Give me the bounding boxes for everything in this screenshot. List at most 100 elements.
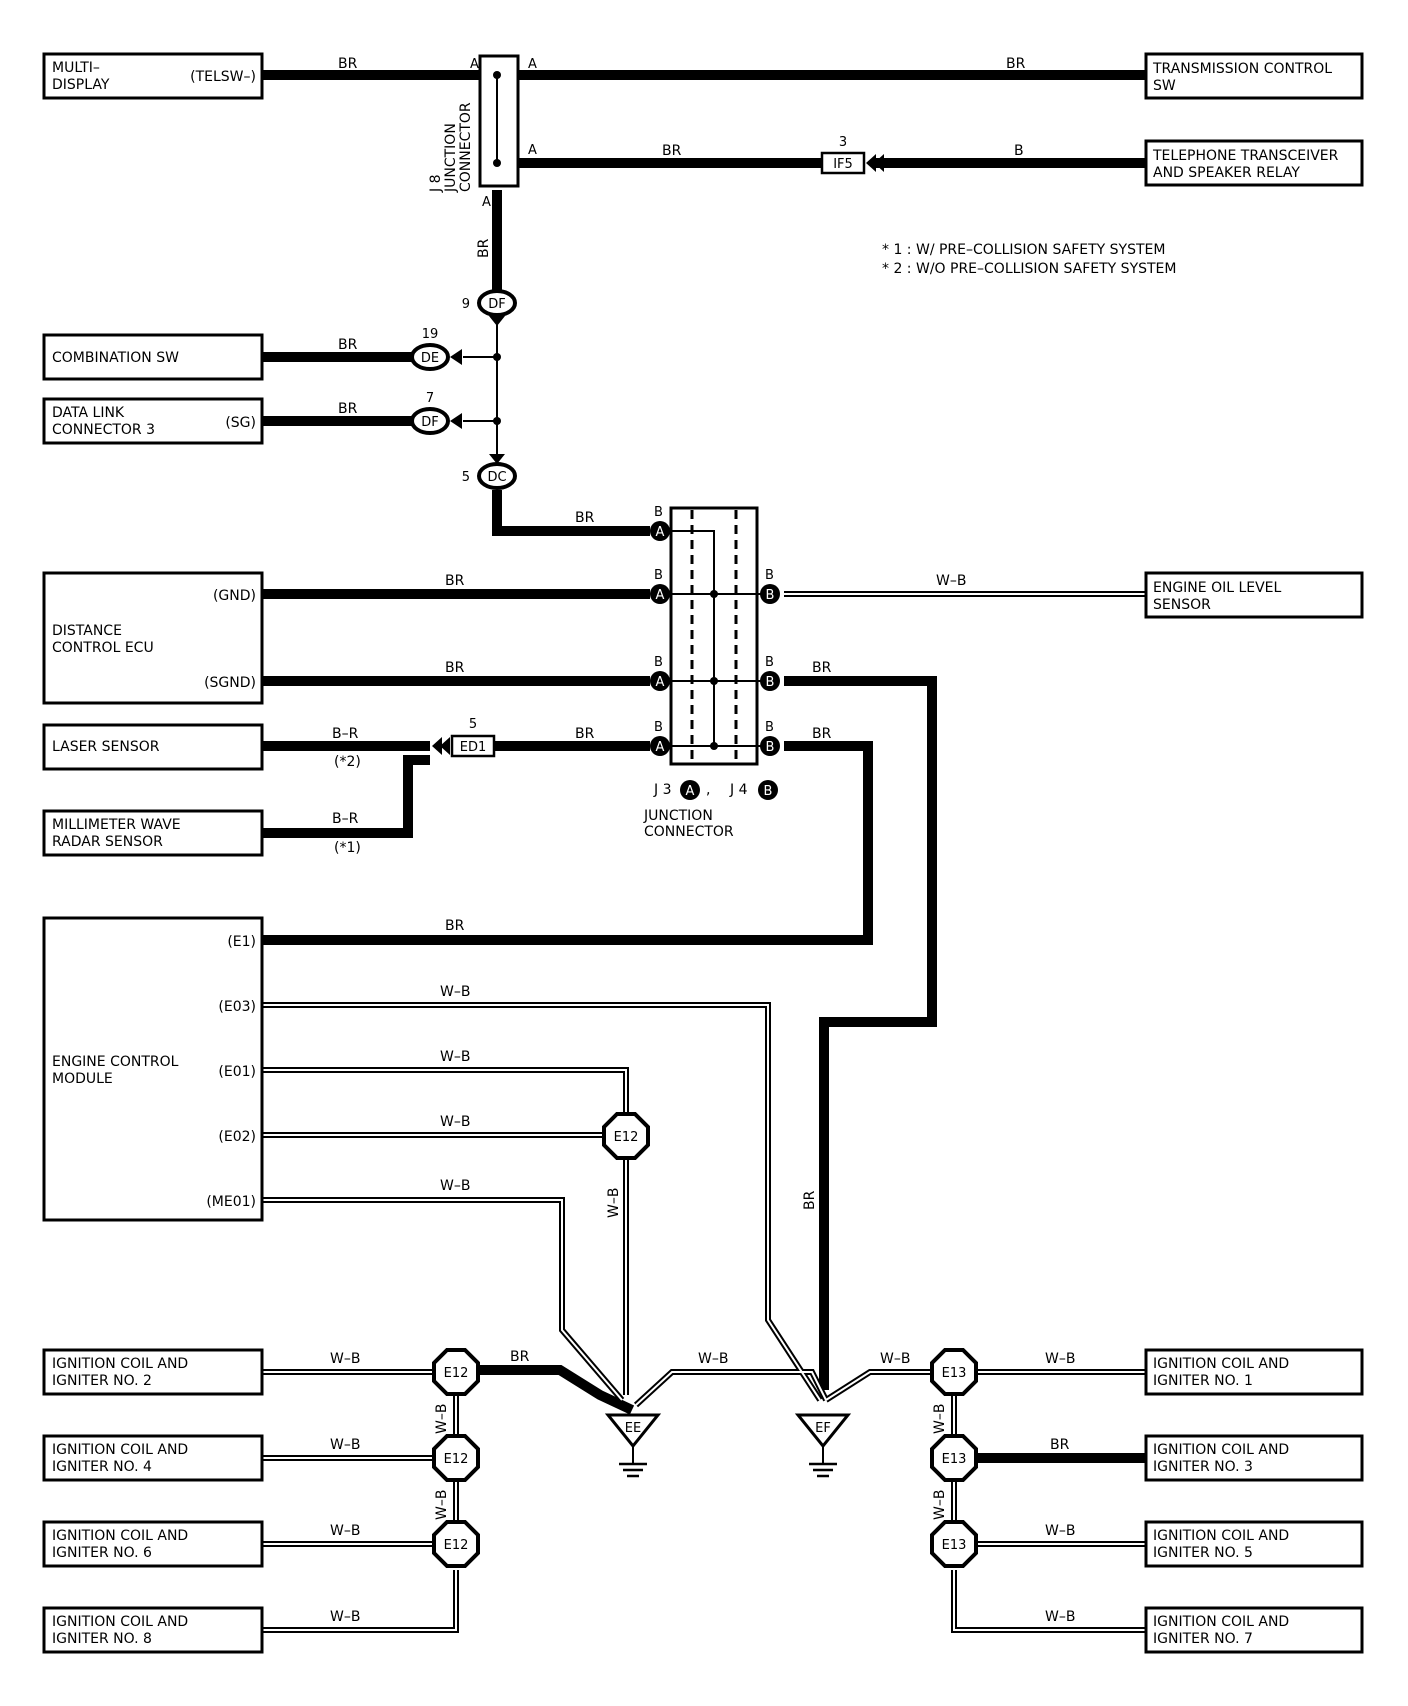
j3-pin-a-2: A xyxy=(650,584,670,604)
wire-label-w-b: W–B xyxy=(330,1351,360,1367)
coil5-line1: IGNITION COIL AND xyxy=(1153,1528,1289,1544)
df7-pin: 7 xyxy=(426,391,434,406)
coil6-box: IGNITION COIL AND IGNITER NO. 6 xyxy=(42,1520,264,1568)
wire-label-w-b: W–B xyxy=(440,984,470,1000)
telephone-line1: TELEPHONE TRANSCEIVER xyxy=(1152,148,1339,164)
dc5-pin: 5 xyxy=(462,470,470,485)
wire-label-w-b: W–B xyxy=(330,1609,360,1625)
junction-j8: A A A A J 8 JUNCTION CONNECTOR xyxy=(428,54,537,210)
wire-label-b-r: B–R xyxy=(332,726,359,742)
data-link-pin: (SG) xyxy=(225,415,256,431)
wire-label-br: BR xyxy=(1050,1437,1070,1453)
multi-display-box: MULTI– DISPLAY (TELSW–) xyxy=(42,52,264,100)
ground-ee: EE xyxy=(604,1413,662,1478)
svg-text:ED1: ED1 xyxy=(460,740,487,755)
distance-ecu-pin-sgnd: (SGND) xyxy=(204,675,256,691)
wire-label-br: BR xyxy=(338,56,358,72)
jc-b-label-1: B xyxy=(654,505,663,520)
wire-label-br: BR xyxy=(802,1190,818,1210)
wire-label-b: B xyxy=(1014,143,1024,159)
splice-e13-coil1: E13 xyxy=(930,1348,978,1396)
distance-ecu-line2: CONTROL ECU xyxy=(52,640,154,656)
multi-display-pin: (TELSW–) xyxy=(190,69,256,85)
coil6-line2: IGNITER NO. 6 xyxy=(52,1545,152,1561)
jc-j4-badge: B xyxy=(764,784,773,799)
svg-text:DF: DF xyxy=(421,415,439,430)
svg-text:E13: E13 xyxy=(942,1366,967,1381)
wire-label-w-b: W–B xyxy=(880,1351,910,1367)
ecm-pin-e01: (E01) xyxy=(218,1064,256,1080)
svg-text:E13: E13 xyxy=(942,1452,967,1467)
coil7-box: IGNITION COIL AND IGNITER NO. 7 xyxy=(1144,1606,1364,1654)
junction-j3-j4: A A A A B B B B B B B B xyxy=(643,505,780,840)
svg-text:A: A xyxy=(656,740,665,755)
notes: * 1 : W/ PRE–COLLISION SAFETY SYSTEM * 2… xyxy=(882,242,1176,277)
svg-text:E12: E12 xyxy=(444,1366,469,1381)
svg-text:B: B xyxy=(766,675,775,690)
ed1-pin: 5 xyxy=(469,717,477,732)
svg-text:EF: EF xyxy=(815,1421,831,1436)
svg-text:DF: DF xyxy=(488,297,506,312)
wire-label-w-b: W–B xyxy=(698,1351,728,1367)
jc-j3-badge: A xyxy=(686,784,695,799)
telephone-box: TELEPHONE TRANSCEIVER AND SPEAKER RELAY xyxy=(1144,139,1364,187)
wire-label-w-b: W–B xyxy=(434,1490,450,1520)
splice-e13-coil5: E13 xyxy=(930,1520,978,1568)
data-link-box: DATA LINK CONNECTOR 3 (SG) xyxy=(42,397,264,445)
transmission-sw-line2: SW xyxy=(1153,78,1176,94)
j8-label-1: J 8 xyxy=(428,175,444,194)
j8-label-3: CONNECTOR xyxy=(458,102,474,192)
splice-e12-coil4: E12 xyxy=(432,1434,480,1482)
wire-label-w-b: W–B xyxy=(440,1178,470,1194)
wire-label-br: BR xyxy=(445,660,465,676)
wire-label-w-b: W–B xyxy=(330,1437,360,1453)
jc-b-label-5: B xyxy=(765,568,774,583)
svg-text:IF5: IF5 xyxy=(833,157,853,172)
svg-text:EE: EE xyxy=(625,1421,641,1436)
connector-de-19: DE 19 xyxy=(410,327,462,371)
coil2-line2: IGNITER NO. 2 xyxy=(52,1373,152,1389)
ecm-box: ENGINE CONTROL MODULE (E1) (E03) (E01) (… xyxy=(42,916,264,1222)
svg-text:E12: E12 xyxy=(444,1452,469,1467)
de19-pin: 19 xyxy=(422,327,439,342)
wire-label-w-b: W–B xyxy=(440,1049,470,1065)
oil-level-line2: SENSOR xyxy=(1153,597,1211,613)
oil-level-box: ENGINE OIL LEVEL SENSOR xyxy=(1144,571,1364,619)
j8-label-2: JUNCTION xyxy=(443,123,459,193)
wire-label-br: BR xyxy=(338,401,358,417)
svg-text:B: B xyxy=(766,740,775,755)
splice-e12-ecm: E12 xyxy=(602,1112,650,1160)
coil1-line2: IGNITER NO. 1 xyxy=(1153,1373,1253,1389)
j3-pin-a-4: A xyxy=(650,736,670,756)
wire-label-w-b: W–B xyxy=(1045,1609,1075,1625)
wire-label-br: BR xyxy=(510,1349,530,1365)
combination-sw-box: COMBINATION SW xyxy=(42,333,264,381)
connector-dc-5: DC 5 xyxy=(462,454,517,490)
multi-display-line2: DISPLAY xyxy=(52,77,110,93)
wire-label-w-b: W–B xyxy=(434,1404,450,1434)
coil8-line2: IGNITER NO. 8 xyxy=(52,1631,152,1647)
coil1-line1: IGNITION COIL AND xyxy=(1153,1356,1289,1372)
connector-ed1: ED1 5 xyxy=(432,717,496,758)
wb-wires xyxy=(263,591,1145,1633)
wire-label-br: BR xyxy=(812,660,832,676)
svg-text:A: A xyxy=(656,588,665,603)
jc-label-2: CONNECTOR xyxy=(644,824,734,840)
distance-ecu-line1: DISTANCE xyxy=(52,623,122,639)
laser-sensor-box: LASER SENSOR xyxy=(42,723,264,771)
svg-text:B: B xyxy=(766,588,775,603)
wire-label-br: BR xyxy=(1006,56,1026,72)
jc-comma: , xyxy=(706,782,710,798)
transmission-sw-box: TRANSMISSION CONTROL SW xyxy=(1144,52,1364,100)
oil-level-line1: ENGINE OIL LEVEL xyxy=(1153,580,1282,596)
j4-pin-b-2: B xyxy=(760,671,780,691)
coil3-line1: IGNITION COIL AND xyxy=(1153,1442,1289,1458)
jc-b-label-2: B xyxy=(654,568,663,583)
jc-j3-text: J 3 xyxy=(653,782,672,798)
if5-pin: 3 xyxy=(839,135,847,150)
svg-text:E13: E13 xyxy=(942,1538,967,1553)
br-wires xyxy=(263,70,1145,1463)
wire-label-br: BR xyxy=(575,726,595,742)
distance-ecu-pin-gnd: (GND) xyxy=(213,588,256,604)
wire-label-br: BR xyxy=(812,726,832,742)
